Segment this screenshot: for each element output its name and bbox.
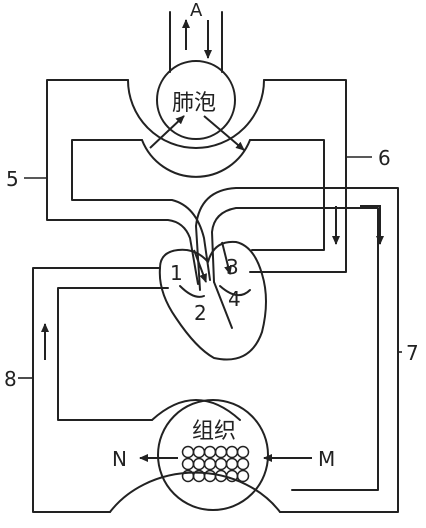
tissue-cell — [157, 399, 269, 511]
tissue-cells — [181, 445, 250, 483]
aorta-inner — [211, 207, 379, 491]
vessel-6 — [249, 79, 347, 273]
label-chamber-2: 2 — [194, 301, 207, 325]
tissue-capillary-inner — [151, 399, 241, 421]
label-a: A — [190, 0, 203, 21]
vessel-5-inner — [71, 139, 211, 281]
label-alveolus: 肺泡 — [172, 91, 216, 116]
label-vessel-8: 8 — [4, 367, 17, 391]
aorta-outer — [195, 187, 399, 513]
aorta-flow-arrow — [360, 205, 384, 245]
atrium-entry-arrow-1 — [193, 249, 207, 283]
vessel-6-inner — [249, 139, 325, 251]
heart-valve-left — [179, 285, 205, 298]
label-chamber-4: 4 — [228, 287, 241, 311]
heart-outline — [158, 240, 267, 361]
label-vessel-6: 6 — [378, 146, 391, 170]
pulmonary-capillary-inner — [141, 139, 251, 178]
label-m: M — [318, 447, 335, 471]
heart-septum — [213, 281, 233, 329]
pulmonary-capillary-outer — [127, 79, 265, 149]
vessel-5 — [46, 79, 199, 285]
heart-valve-right — [219, 285, 251, 297]
label-chamber-3: 3 — [226, 255, 239, 279]
label-n: N — [112, 447, 127, 471]
label-chamber-1: 1 — [170, 261, 183, 285]
vena-cava-outer — [32, 267, 161, 513]
label-vessel-5: 5 — [6, 167, 19, 191]
label-tissue: 组织 — [192, 419, 236, 444]
gas-exchange-out-arrow — [203, 115, 245, 151]
gas-exchange-in-arrow — [149, 115, 185, 149]
vena-cava-inner — [57, 287, 169, 421]
atrium-entry-arrow-2 — [221, 241, 232, 275]
alveolus — [156, 60, 236, 140]
label-vessel-7: 7 — [406, 341, 419, 365]
